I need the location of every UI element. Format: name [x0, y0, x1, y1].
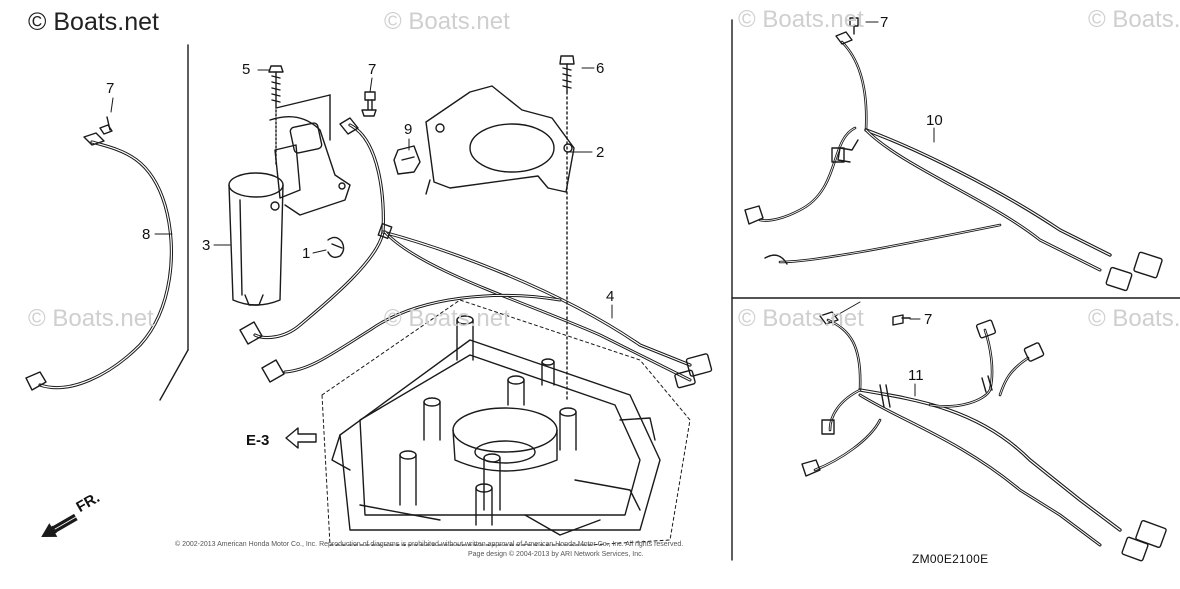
watermark-repeat: © Boats.net [28, 305, 154, 332]
watermark-repeat: © Boats.net [1088, 6, 1180, 33]
watermark-repeat: © Boats.net [384, 8, 510, 35]
harness-part-10 [744, 17, 1163, 292]
callout-7-left: 7 [106, 80, 115, 97]
callout-6: 6 [596, 60, 605, 77]
callout-7-center: 7 [368, 61, 377, 78]
diagram-code: ZM00E2100E [912, 552, 989, 566]
callout-1: 1 [302, 245, 311, 262]
left-panel-divider-diag [159, 349, 189, 401]
callout-10: 10 [926, 112, 943, 129]
reference-label-e3: E-3 [246, 432, 270, 449]
watermark-repeat: © Boats.net [738, 6, 864, 33]
starter-motor-part-3 [228, 116, 351, 306]
callout-4: 4 [606, 288, 615, 305]
engine-block [321, 299, 691, 546]
watermark-repeat: © Boats.net [384, 305, 510, 332]
screw-part-7-top [361, 91, 377, 117]
cable-part-4 [239, 117, 713, 389]
callout-5: 5 [242, 61, 251, 78]
callout-11: 11 [908, 367, 924, 384]
callout-7-top-right: 7 [880, 14, 889, 31]
callout-3: 3 [202, 237, 211, 254]
copyright-line-2: Page design © 2004-2013 by ARI Network S… [468, 551, 644, 558]
front-direction-arrow [41, 513, 79, 537]
copyright-line-1: © 2002-2013 American Honda Motor Co., In… [175, 541, 684, 548]
reference-arrow [285, 427, 317, 449]
bracket-part-2 [425, 85, 575, 195]
harness-part-11 [801, 311, 1167, 562]
leader-lines [110, 21, 935, 397]
bolt-part-5 [268, 65, 331, 166]
bolt-part-6 [559, 55, 575, 401]
watermark-repeat: © Boats.net [738, 305, 864, 332]
callout-2: 2 [596, 144, 605, 161]
callout-7-bottom-right: 7 [924, 311, 933, 328]
watermark-repeat: © Boats.net [1088, 305, 1180, 332]
callout-9: 9 [404, 121, 413, 138]
clamp-part-9 [393, 145, 421, 175]
cable-part-8 [25, 116, 173, 391]
clip-part-1 [327, 236, 345, 259]
callout-8: 8 [142, 226, 151, 243]
watermark-boats-net: © Boats.net [28, 8, 159, 36]
